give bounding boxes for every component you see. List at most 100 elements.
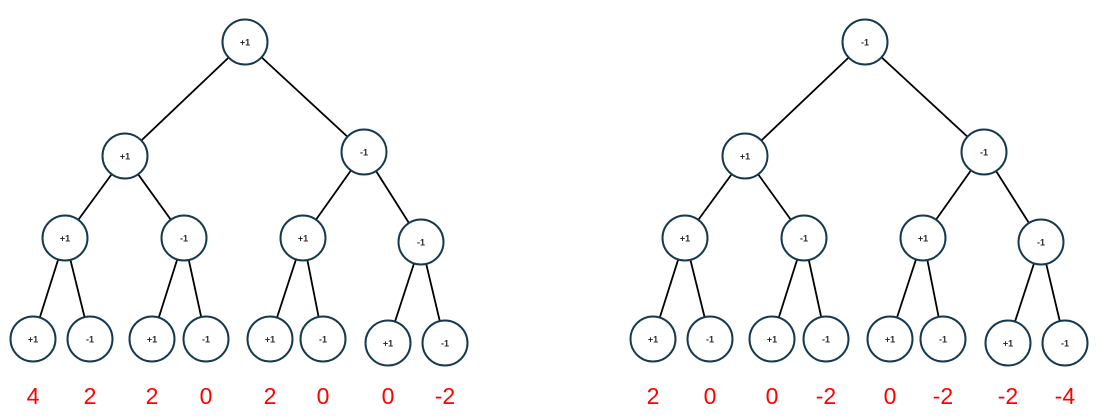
node-circle [397, 218, 445, 266]
tree-node: -1 [421, 319, 469, 367]
node-circle [802, 315, 850, 363]
node-circle [160, 214, 208, 262]
node-circle [182, 315, 230, 363]
node-circle [661, 214, 709, 262]
node-circle [299, 315, 347, 363]
node-label: +1 [60, 234, 70, 244]
leaf-sum-label: 2 [264, 383, 277, 409]
tree-edge [744, 41, 866, 157]
node-circle [1041, 319, 1089, 367]
tree-node: +1 [9, 315, 57, 363]
leaf-sum-label: -2 [933, 383, 953, 409]
node-circle [780, 214, 828, 262]
node-label: +1 [1003, 339, 1013, 349]
tree-node: +1 [629, 315, 677, 363]
tree-node: +1 [221, 18, 269, 66]
node-label: -1 [1037, 238, 1045, 248]
tree-node: -1 [802, 315, 850, 363]
node-circle [101, 132, 149, 180]
node-label: +1 [680, 234, 690, 244]
node-label: +1 [28, 335, 38, 345]
tree-node: -1 [780, 214, 828, 262]
node-label: +1 [147, 335, 157, 345]
tree-node: -1 [299, 315, 347, 363]
node-label: -1 [939, 335, 947, 345]
node-label: -1 [180, 234, 188, 244]
node-label: +1 [240, 38, 250, 48]
tree-node: -1 [1041, 319, 1089, 367]
tree-node: +1 [721, 132, 769, 180]
node-label: -1 [1061, 339, 1069, 349]
leaf-sum-label: -2 [816, 383, 836, 409]
node-circle [899, 214, 947, 262]
tree-node: -1 [841, 18, 889, 66]
node-circle [128, 315, 176, 363]
tree-node: -1 [160, 214, 208, 262]
leaf-sum-label: 0 [766, 383, 779, 409]
leaf-sum-label: 0 [884, 383, 897, 409]
tree-edge [244, 41, 365, 153]
tree-node: -1 [397, 218, 445, 266]
node-circle [364, 319, 412, 367]
tree-node: +1 [364, 319, 412, 367]
node-circle [748, 315, 796, 363]
node-circle [686, 315, 734, 363]
leaf-sum-label: -4 [1055, 383, 1076, 409]
node-circle [629, 315, 677, 363]
node-label: +1 [265, 335, 275, 345]
tree-node: -1 [340, 128, 388, 176]
node-label: -1 [800, 234, 808, 244]
tree-node: +1 [101, 132, 149, 180]
tree-node: -1 [66, 315, 114, 363]
node-circle [1017, 218, 1065, 266]
tree-node: +1 [899, 214, 947, 262]
tree-edge [124, 41, 246, 157]
tree-node: +1 [984, 319, 1032, 367]
tree-node: +1 [246, 315, 294, 363]
node-circle [279, 214, 327, 262]
node-label: -1 [202, 335, 210, 345]
node-label: +1 [918, 234, 928, 244]
leaf-sum-label: 2 [647, 383, 660, 409]
leaf-sum-label: 4 [27, 383, 40, 409]
node-circle [221, 18, 269, 66]
node-label: +1 [648, 335, 658, 345]
tree-edge [864, 41, 985, 153]
leaf-sum-label: 0 [200, 383, 213, 409]
leaf-sum-label: -2 [435, 383, 455, 409]
node-label: -1 [360, 148, 368, 158]
node-label: -1 [319, 335, 327, 345]
node-label: +1 [383, 339, 393, 349]
leaf-sum-label: 0 [317, 383, 330, 409]
node-circle [919, 315, 967, 363]
tree-node: +1 [661, 214, 709, 262]
leaf-sum-label: -2 [998, 383, 1018, 409]
node-label: -1 [86, 335, 94, 345]
node-circle [340, 128, 388, 176]
tree-node: -1 [182, 315, 230, 363]
node-circle [984, 319, 1032, 367]
node-label: +1 [767, 335, 777, 345]
tree-node: +1 [866, 315, 914, 363]
tree-node: +1 [41, 214, 89, 262]
node-circle [866, 315, 914, 363]
node-label: +1 [298, 234, 308, 244]
tree-node: -1 [686, 315, 734, 363]
node-label: +1 [120, 152, 130, 162]
node-label: -1 [706, 335, 714, 345]
node-label: -1 [441, 339, 449, 349]
leaf-sum-label: 2 [84, 383, 97, 409]
node-circle [721, 132, 769, 180]
tree-node: +1 [128, 315, 176, 363]
node-label: -1 [417, 238, 425, 248]
node-circle [841, 18, 889, 66]
leaf-sum-label: 0 [382, 383, 395, 409]
tree-node: +1 [279, 214, 327, 262]
tree-node: -1 [919, 315, 967, 363]
node-label: +1 [740, 152, 750, 162]
node-circle [9, 315, 57, 363]
tree-node: -1 [1017, 218, 1065, 266]
leaf-sum-label: 0 [704, 383, 717, 409]
